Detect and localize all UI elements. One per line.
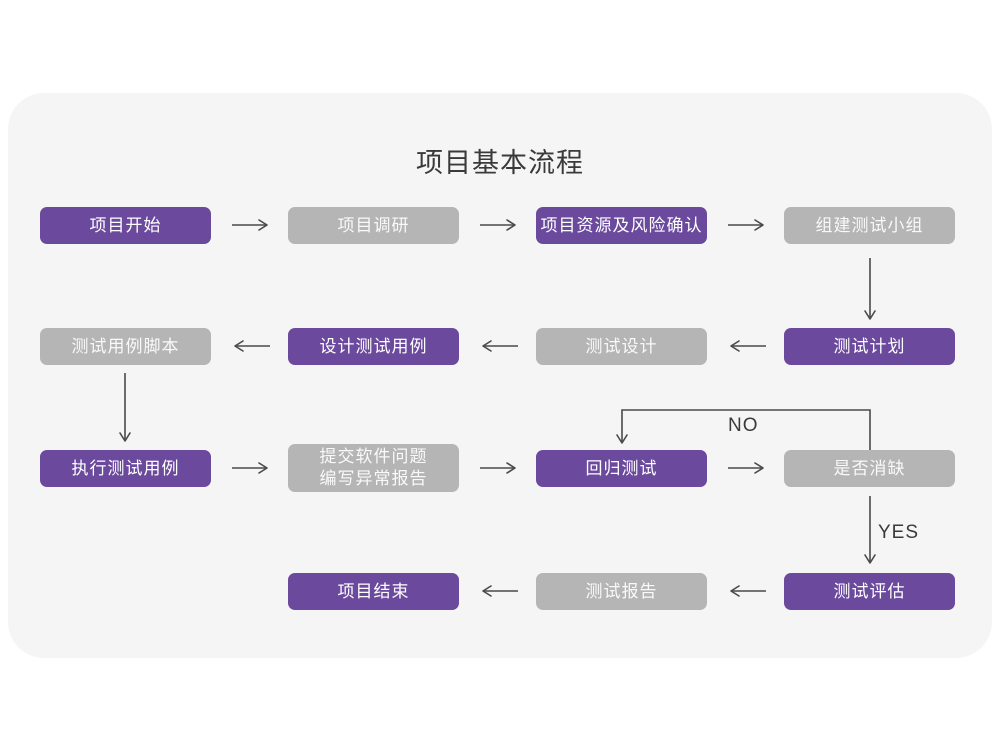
node-test-plan: 测试计划 bbox=[784, 328, 955, 365]
node-test-design: 测试设计 bbox=[536, 328, 707, 365]
node-test-evaluation: 测试评估 bbox=[784, 573, 955, 610]
edge-label-yes: YES bbox=[878, 522, 920, 543]
page-title: 项目基本流程 bbox=[416, 148, 584, 178]
node-execute-test-cases: 执行测试用例 bbox=[40, 450, 211, 487]
node-form-test-team: 组建测试小组 bbox=[784, 207, 955, 244]
node-project-start: 项目开始 bbox=[40, 207, 211, 244]
node-defect-cleared: 是否消缺 bbox=[784, 450, 955, 487]
node-test-case-scripts: 测试用例脚本 bbox=[40, 328, 211, 365]
node-submit-issues-write-report: 提交软件问题 编写异常报告 bbox=[288, 444, 459, 492]
node-project-resources-risk-confirm: 项目资源及风险确认 bbox=[536, 207, 707, 244]
node-design-test-cases: 设计测试用例 bbox=[288, 328, 459, 365]
node-project-research: 项目调研 bbox=[288, 207, 459, 244]
flowchart-card bbox=[8, 93, 992, 658]
edge-label-no: NO bbox=[728, 415, 759, 436]
node-regression-test: 回归测试 bbox=[536, 450, 707, 487]
node-test-report: 测试报告 bbox=[536, 573, 707, 610]
node-project-end: 项目结束 bbox=[288, 573, 459, 610]
